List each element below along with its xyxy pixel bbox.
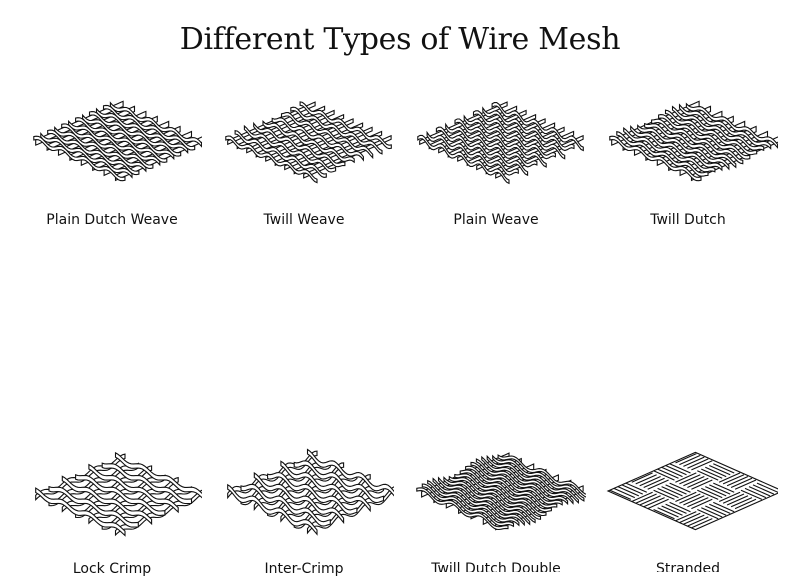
mesh-label: Twill Dutch	[650, 212, 726, 228]
wire-stroke	[623, 126, 716, 173]
mesh-card-lock-crimp: Lock Crimp	[16, 243, 208, 577]
mesh-card-twill-dutch: Twill Dutch	[592, 78, 784, 243]
wire-stroke	[658, 114, 751, 160]
wire-stroke	[68, 119, 161, 167]
mesh-grid: Plain Dutch Weave Twill Weave Plain Weav…	[16, 78, 784, 577]
twill-weave-icon	[225, 101, 392, 184]
wire-stroke	[271, 117, 364, 162]
wire-stroke	[637, 124, 730, 171]
wire-stroke	[426, 130, 519, 176]
wire-stroke	[299, 101, 392, 150]
mesh-label: Stranded	[656, 561, 720, 572]
mesh-card-plain-weave: Plain Weave	[400, 78, 592, 243]
mesh-label: Plain Weave	[453, 212, 539, 228]
twill-dutch-icon	[609, 100, 778, 182]
wire-stroke	[454, 118, 547, 168]
wire-stroke	[234, 129, 327, 178]
mesh-card-twill-weave: Twill Weave	[208, 78, 400, 243]
mesh-label: Plain Dutch Weave	[46, 212, 178, 228]
wire-stroke	[225, 135, 318, 184]
twill-dutch-double-icon	[416, 452, 586, 531]
mesh-label: Inter-Crimp	[264, 561, 344, 577]
wire-stroke	[290, 106, 383, 155]
wire-stroke	[54, 126, 147, 173]
stranded-icon	[606, 451, 778, 531]
wire-stroke	[40, 132, 133, 179]
lock-crimp-icon	[35, 451, 202, 537]
wire-stroke	[472, 110, 566, 160]
wire-stroke	[606, 451, 778, 531]
wire-stroke	[463, 114, 556, 160]
plain-dutch-weave-icon	[33, 100, 202, 182]
wire-stroke	[445, 122, 538, 168]
wire-stroke	[482, 106, 575, 152]
wire-stroke	[685, 102, 778, 149]
wire-stroke	[253, 121, 346, 168]
wire-stroke	[417, 134, 510, 185]
wire-stroke	[651, 118, 744, 165]
mesh-card-plain-dutch-weave: Plain Dutch Weave	[16, 78, 208, 243]
wire-stroke	[664, 109, 758, 156]
wire-stroke	[109, 101, 202, 148]
wire-stroke	[671, 105, 765, 152]
wire-stroke	[630, 125, 723, 172]
page-title: Different Types of Wire Mesh	[179, 22, 621, 57]
wire-stroke	[609, 135, 702, 182]
wire-stroke	[243, 124, 337, 173]
plain-weave-icon	[417, 101, 584, 185]
wire-stroke	[82, 113, 175, 161]
wire-stroke	[95, 107, 189, 154]
mesh-label: Lock Crimp	[72, 561, 152, 577]
mesh-card-inter-crimp: Inter-Crimp	[208, 243, 400, 577]
wire-stroke	[280, 112, 374, 160]
wire-stroke	[678, 103, 772, 150]
wire-stroke	[435, 126, 529, 177]
mesh-label: Twill Weave	[263, 212, 345, 228]
wire-stroke	[616, 131, 709, 177]
mesh-card-stranded: Stranded	[592, 243, 784, 572]
mesh-card-twill-dutch-double: Twill Dutch Double	[400, 243, 592, 572]
wire-stroke	[491, 102, 584, 152]
mesh-label: Twill Dutch Double	[431, 561, 561, 572]
wire-stroke	[262, 120, 355, 164]
